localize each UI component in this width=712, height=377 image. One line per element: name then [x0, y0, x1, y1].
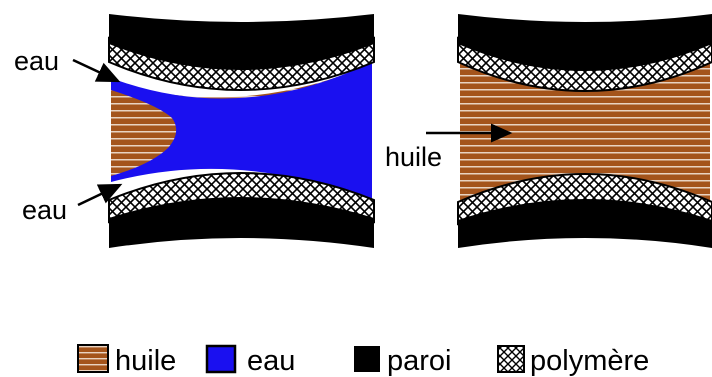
wall-black-swatch-icon [354, 346, 380, 372]
legend-item-wall: paroi [354, 345, 452, 377]
oil-stripes-swatch-icon [78, 345, 108, 372]
legend-label-water: eau [247, 345, 295, 377]
right-pore-panel: huile [385, 14, 712, 248]
label-water-top: eau [14, 46, 59, 76]
legend-label-polymer: polymère [530, 345, 649, 377]
legend-item-oil: huile [78, 345, 176, 377]
legend-item-polymer: polymère [498, 345, 649, 377]
label-water-bottom: eau [22, 195, 67, 225]
polymer-crosshatch-swatch-icon [498, 346, 524, 372]
legend: huile eau paroi polymère [78, 345, 649, 377]
left-pore-panel: eau eau [14, 14, 374, 248]
water-blue-swatch-icon [207, 346, 235, 372]
legend-item-water: eau [207, 345, 295, 377]
legend-label-wall: paroi [387, 345, 452, 377]
label-oil: huile [385, 142, 442, 172]
legend-label-oil: huile [115, 345, 176, 377]
